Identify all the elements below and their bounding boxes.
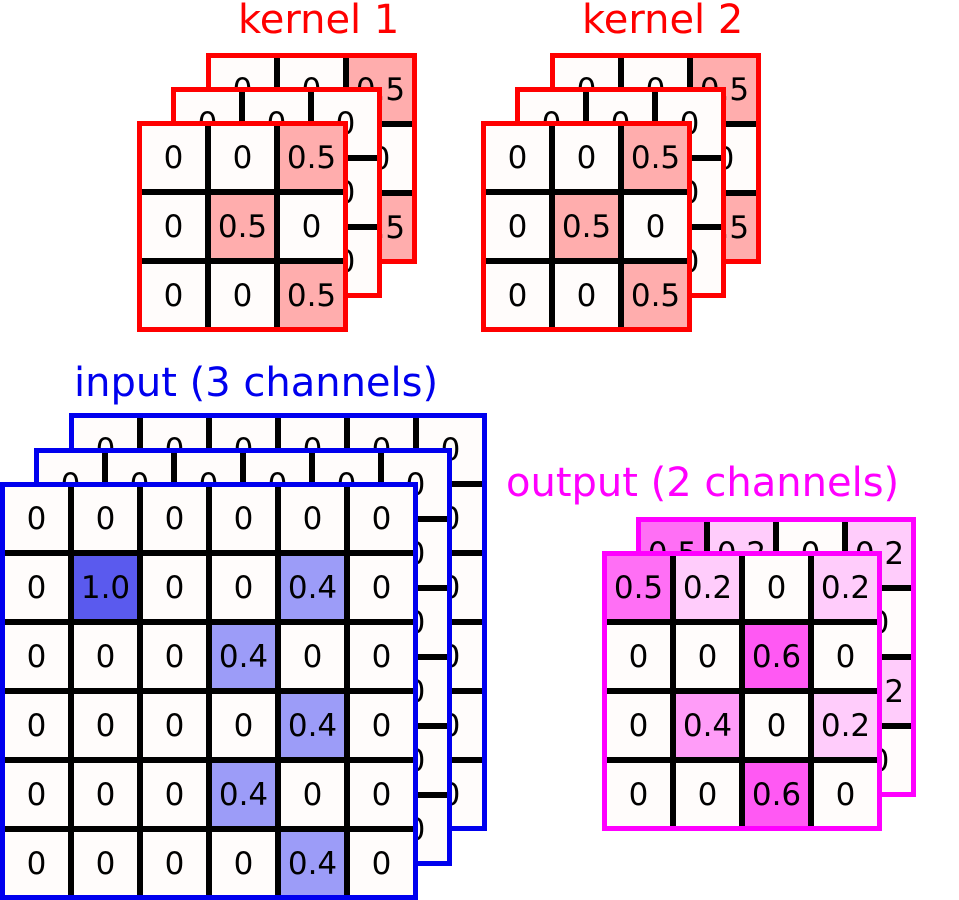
output-cell: 0 xyxy=(745,556,808,619)
input-cell: 0 xyxy=(74,694,137,757)
input-cell: 0.4 xyxy=(281,694,344,757)
kernel2-cell: 0 xyxy=(486,126,549,189)
input-cell: 0 xyxy=(74,625,137,688)
kernel2-cell: 0 xyxy=(486,264,549,327)
input-cell: 0 xyxy=(350,625,413,688)
input-cell: 0 xyxy=(143,625,206,688)
kernel2-cell: 0 xyxy=(486,195,549,258)
input-cell: 0.4 xyxy=(281,832,344,895)
kernel-1-title: kernel 1 xyxy=(238,0,400,43)
input-cell: 0 xyxy=(143,832,206,895)
kernel2-cell: 0.5 xyxy=(624,264,687,327)
input-cell: 0 xyxy=(5,556,68,619)
output-cell: 0.2 xyxy=(814,694,877,757)
kernel1-cell: 0 xyxy=(142,195,205,258)
output-cell: 0 xyxy=(607,694,670,757)
output-cell: 0.6 xyxy=(745,625,808,688)
kernel1-cell: 0.5 xyxy=(280,126,343,189)
input-cell: 0.4 xyxy=(281,556,344,619)
input-cell: 0 xyxy=(281,487,344,550)
input-cell: 0 xyxy=(281,763,344,826)
kernel1-cell: 0 xyxy=(211,264,274,327)
input-cell: 0 xyxy=(350,832,413,895)
input-cell: 0 xyxy=(212,832,275,895)
kernel1-cell: 0 xyxy=(280,195,343,258)
output-cell: 0.2 xyxy=(676,556,739,619)
input-cell: 0 xyxy=(281,625,344,688)
input-cell: 1.0 xyxy=(74,556,137,619)
kernel1-cell: 0 xyxy=(142,126,205,189)
output-cell: 0 xyxy=(607,625,670,688)
kernel2-cell: 0 xyxy=(555,264,618,327)
kernel2-cell: 0.5 xyxy=(555,195,618,258)
output-title: output (2 channels) xyxy=(506,460,900,506)
output-cell: 0 xyxy=(607,763,670,826)
input-cell: 0.4 xyxy=(212,625,275,688)
input-cell: 0 xyxy=(74,763,137,826)
kernel1-cell: 0 xyxy=(142,264,205,327)
input-cell: 0 xyxy=(212,694,275,757)
input-cell: 0.4 xyxy=(212,763,275,826)
input-cell: 0 xyxy=(143,556,206,619)
input-cell: 0 xyxy=(350,556,413,619)
input-cell: 0 xyxy=(5,763,68,826)
input-title: input (3 channels) xyxy=(74,360,439,406)
input-cell: 0 xyxy=(212,487,275,550)
kernel1-cell: 0.5 xyxy=(280,264,343,327)
input-cell: 0 xyxy=(350,694,413,757)
output-cell: 0.2 xyxy=(814,556,877,619)
output-cell: 0 xyxy=(676,763,739,826)
input-cell: 0 xyxy=(5,832,68,895)
input-cell: 0 xyxy=(74,832,137,895)
input-cell: 0 xyxy=(5,625,68,688)
output-cell: 0 xyxy=(814,625,877,688)
output-cell: 0.6 xyxy=(745,763,808,826)
input-cell: 0 xyxy=(74,487,137,550)
output-cell: 0.4 xyxy=(676,694,739,757)
kernel2-cell: 0.5 xyxy=(624,126,687,189)
input-cell: 0 xyxy=(212,556,275,619)
input-cell: 0 xyxy=(350,763,413,826)
kernel-2-title: kernel 2 xyxy=(582,0,744,43)
input-cell: 0 xyxy=(143,487,206,550)
output-cell: 0 xyxy=(676,625,739,688)
kernel1-cell: 0.5 xyxy=(211,195,274,258)
input-cell: 0 xyxy=(350,487,413,550)
kernel2-cell: 0 xyxy=(555,126,618,189)
kernel1-cell: 0 xyxy=(211,126,274,189)
input-cell: 0 xyxy=(5,487,68,550)
output-cell: 0.5 xyxy=(607,556,670,619)
kernel2-cell: 0 xyxy=(624,195,687,258)
output-cell: 0 xyxy=(814,763,877,826)
input-cell: 0 xyxy=(143,694,206,757)
input-cell: 0 xyxy=(143,763,206,826)
output-cell: 0 xyxy=(745,694,808,757)
input-cell: 0 xyxy=(5,694,68,757)
